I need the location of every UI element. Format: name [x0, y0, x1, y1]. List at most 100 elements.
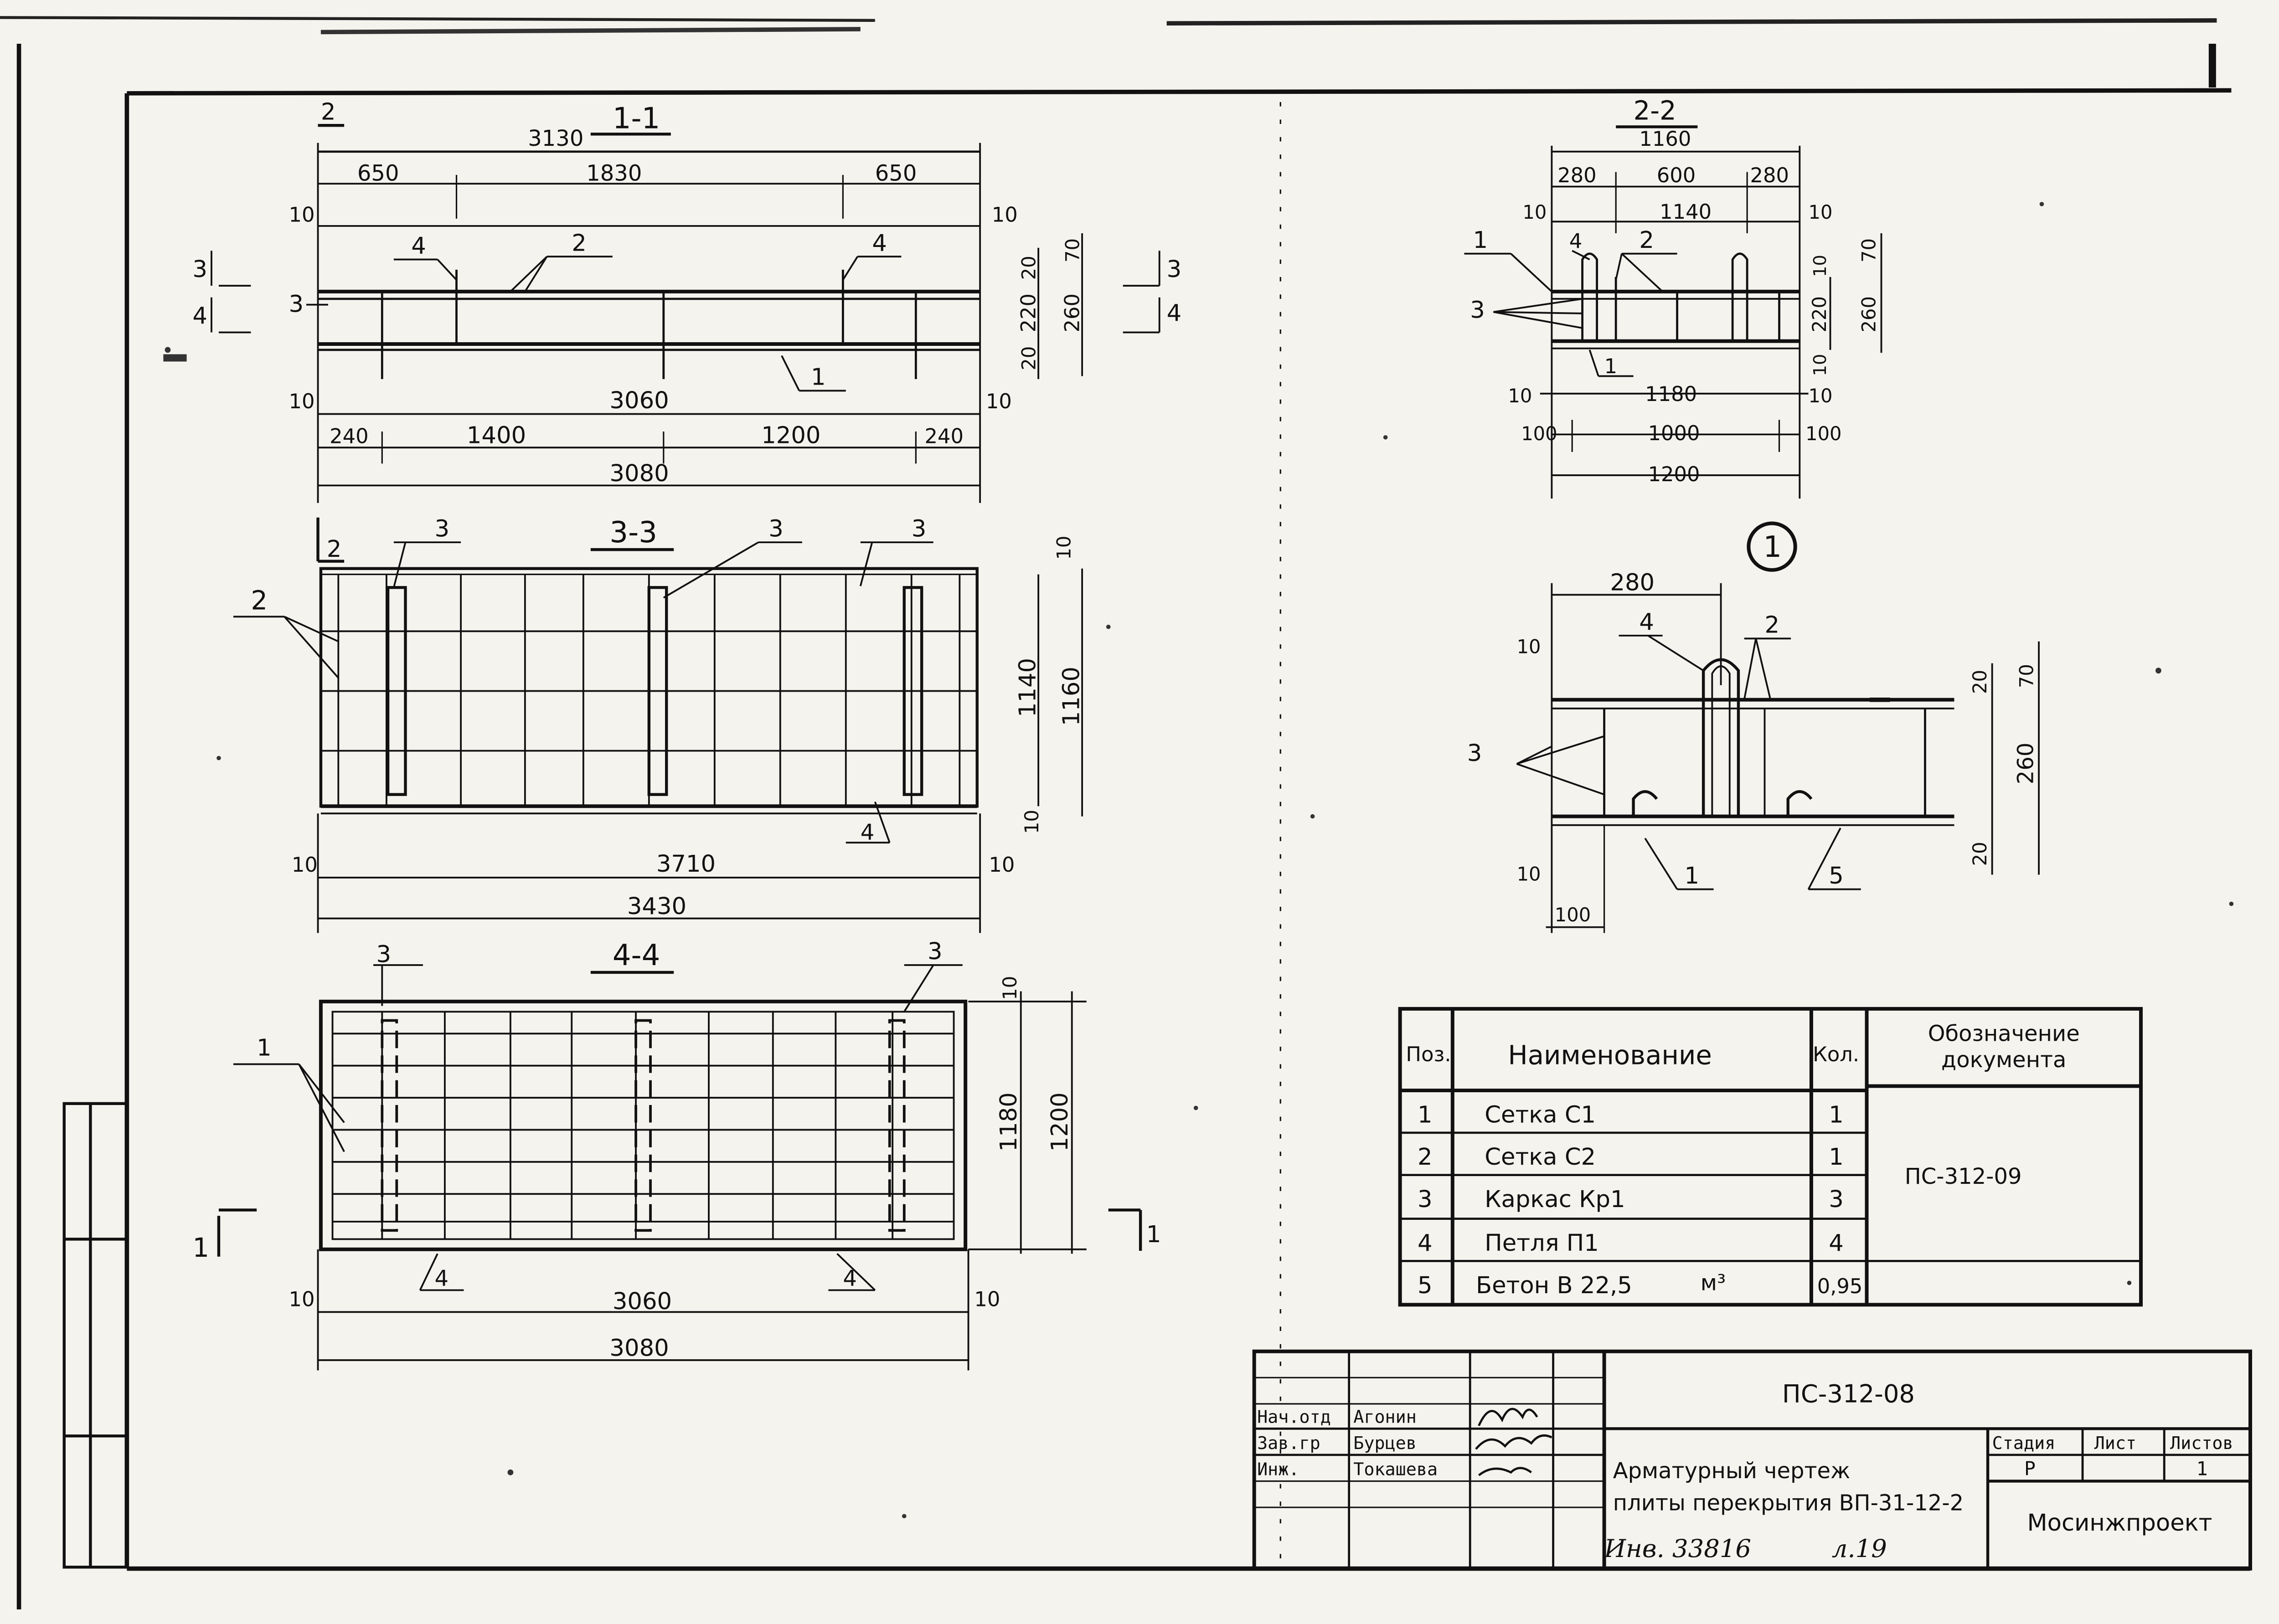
level-mark-3: 3 [192, 256, 207, 283]
title-block: Нач.отд Агонин Зав.гр Бурцев Инж. Токаше… [1252, 1349, 2253, 1571]
dim-4-4-1180: 1180 [995, 1092, 1022, 1151]
section-3-3-marker: 2 [327, 535, 342, 563]
signatures [1475, 1408, 1552, 1476]
spec-header-qty: Кол. [1813, 1042, 1859, 1066]
dim-4-4-3080: 3080 [609, 1334, 669, 1362]
node-1-mark: 1 [1763, 530, 1782, 564]
node-dim-10-top: 10 [1517, 635, 1541, 658]
section-4-4: 4-4 3 3 [192, 938, 1161, 1371]
leader-4-4-4-right: 4 [843, 1266, 857, 1291]
node-leader-4: 4 [1639, 608, 1654, 636]
leader-2-2-4: 4 [1569, 229, 1583, 253]
spec-header-pos: Поз. [1406, 1042, 1451, 1066]
organization: Мосинжпроект [2027, 1509, 2212, 1537]
dim-3-3-10-left: 10 [292, 853, 318, 877]
dim-2-2-1160: 1160 [1639, 127, 1691, 151]
section-2-2: 2-2 1160 280 600 280 10 1140 10 1 4 2 [1464, 95, 1882, 499]
spec-row-3-name: Каркас Кр1 [1485, 1186, 1625, 1213]
dim-1-1-1830: 1830 [586, 161, 642, 186]
spec-row-3-qty: 3 [1829, 1186, 1844, 1213]
side-mark-4: 4 [1167, 299, 1182, 327]
dim-1-1-20-top: 20 [1018, 256, 1040, 280]
dim-2-2-1180: 1180 [1645, 382, 1697, 406]
leader-3-3-2: 2 [251, 585, 268, 616]
node-leader-3: 3 [1467, 740, 1482, 767]
dim-3-3-10-top: 10 [1053, 536, 1075, 560]
leader-3-3-4: 4 [861, 820, 875, 845]
node-leader-2: 2 [1765, 611, 1780, 638]
leader-4-4-1: 1 [257, 1034, 272, 1061]
dim-4-4-10-left: 10 [289, 1287, 315, 1311]
node-leader-1: 1 [1685, 862, 1700, 889]
dim-2-2-220: 220 [1808, 296, 1830, 332]
cut-mark-right: 1 [1146, 1221, 1161, 1248]
dim-2-2-280-right: 280 [1750, 163, 1789, 187]
leader-2-2-2: 2 [1639, 226, 1654, 254]
leader-4-4-3-left: 3 [376, 941, 392, 968]
node-dim-260: 260 [2013, 743, 2038, 785]
stage-header: Стадия [1992, 1433, 2056, 1454]
dim-2-2-10-r-bottom: 10 [1810, 354, 1830, 376]
dim-2-2-1140: 1140 [1660, 200, 1712, 224]
dim-2-2-100-right: 100 [1805, 422, 1841, 445]
spec-row-2-name: Сетка С2 [1485, 1143, 1596, 1171]
dim-4-4-1200: 1200 [1046, 1092, 1073, 1151]
leader-1-1-1: 1 [811, 364, 826, 391]
spec-document: ПС-312-09 [1905, 1164, 2022, 1189]
sheet-header: Лист [2094, 1433, 2136, 1454]
spec-row-2-pos: 2 [1418, 1143, 1433, 1171]
dim-1-1-3080: 3080 [609, 460, 669, 487]
dim-3-3-10-bottom: 10 [1021, 810, 1043, 834]
scan-noise [163, 202, 2234, 1519]
dim-1-1-10-bottom-left: 10 [289, 389, 315, 413]
leader-3-3-3-left: 3 [434, 515, 449, 542]
spec-row-5-name: Бетон В 22,5 [1476, 1272, 1632, 1299]
spec-row-1-pos: 1 [1418, 1101, 1433, 1128]
dim-4-4-10-right: 10 [974, 1287, 1000, 1311]
node-dim-20-top: 20 [1969, 670, 1991, 694]
dim-1-1-10-left: 10 [289, 202, 315, 226]
leader-2-2-1-top: 1 [1473, 226, 1488, 254]
dim-1-1-70: 70 [1062, 238, 1084, 262]
dim-1-1-1200: 1200 [761, 422, 820, 449]
spec-row-5-unit: м³ [1701, 1270, 1726, 1295]
section-1-1-title: 1-1 [613, 102, 660, 136]
spec-row-4-pos: 4 [1418, 1229, 1433, 1257]
cut-mark-left: 1 [192, 1233, 209, 1263]
dim-1-1-10-right: 10 [992, 202, 1018, 226]
leader-1-1-2: 2 [572, 229, 587, 257]
title-block-line-1: Арматурный чертеж [1613, 1458, 1850, 1484]
dim-1-1-650-left: 650 [357, 161, 399, 186]
leader-1-1-4-left: 4 [411, 232, 426, 260]
node-dim-100: 100 [1555, 904, 1591, 926]
dim-2-2-280-left: 280 [1557, 163, 1596, 187]
leader-1-1-4-right: 4 [872, 229, 887, 257]
side-mark-3: 3 [1167, 256, 1182, 283]
dim-4-4-10: 10 [999, 976, 1021, 1000]
dim-4-4-3060: 3060 [613, 1288, 672, 1315]
dim-1-1-260: 260 [1060, 293, 1084, 332]
sheets-value: 1 [2197, 1458, 2208, 1480]
node-dim-70: 70 [2015, 664, 2037, 688]
dim-3-3-10-right: 10 [989, 853, 1015, 877]
inventory-number: Инв. 33816 [1604, 1534, 1751, 1563]
node-dim-280: 280 [1610, 569, 1655, 596]
node-leader-5: 5 [1829, 862, 1844, 889]
staff-name-2: Бурцев [1353, 1433, 1417, 1454]
staff-name-1: Агонин [1353, 1407, 1417, 1428]
spec-row-1-name: Сетка С1 [1485, 1101, 1596, 1128]
leader-1-1-3: 3 [289, 291, 304, 318]
leader-2-2-1-bottom: 1 [1604, 354, 1618, 378]
title-block-line-2: плиты перекрытия ВП-31-12-2 [1613, 1490, 1964, 1516]
title-block-code: ПС-312-08 [1782, 1380, 1915, 1408]
dim-2-2-1000: 1000 [1648, 421, 1700, 445]
dim-1-1-240-left: 240 [330, 424, 368, 448]
dim-2-2-10-b-right: 10 [1809, 385, 1833, 407]
dim-3-3-3430: 3430 [627, 893, 686, 920]
dim-1-1-1400: 1400 [467, 422, 526, 449]
page-number: л.19 [1832, 1534, 1887, 1563]
dim-1-1-220: 220 [1016, 293, 1041, 332]
staff-name-3: Токашева [1353, 1460, 1438, 1480]
section-1-1-marker: 2 [321, 98, 336, 125]
